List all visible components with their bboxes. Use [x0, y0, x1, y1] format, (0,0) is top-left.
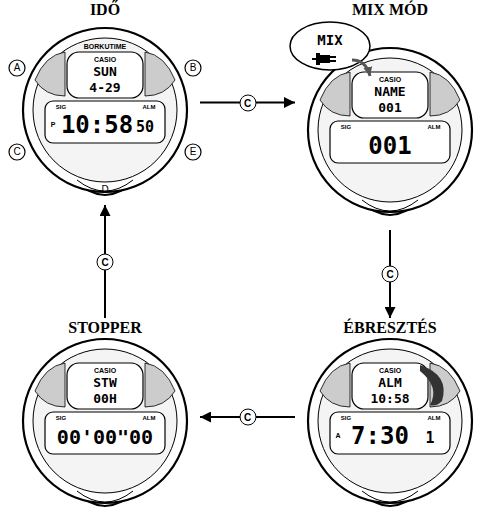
display-text: 00'00"00: [57, 427, 153, 447]
display-text: 7:30: [351, 424, 409, 448]
lcd-display: [45, 412, 165, 454]
bezel: [33, 349, 177, 493]
watch-drawing: [295, 318, 485, 516]
display-text: 50: [136, 120, 154, 135]
bezel: [318, 58, 462, 202]
watch-face: STOPPER CASIO STW 00H SIG ALM 00'00"00: [10, 318, 200, 516]
display-text: SIG: [56, 415, 66, 421]
display-text: STW: [93, 376, 116, 389]
button-ring: [185, 144, 201, 160]
display-text: SIG: [341, 415, 351, 421]
d-button: [77, 491, 133, 502]
display-text: ALM: [428, 124, 441, 130]
button-label: C: [239, 94, 256, 111]
display-text: SIG: [56, 104, 66, 110]
lcd-display: [330, 121, 450, 163]
mode-heading: ÉBRESZTÉS: [343, 320, 436, 336]
display-text: 10:58: [370, 392, 409, 405]
watch-face: IDŐ BORKUTIME CASIO SUN 4-29SIG ALM P 10:5850 A B…: [10, 0, 200, 205]
watch-case: [23, 339, 187, 503]
bezel: [318, 349, 462, 493]
button-ring: [9, 60, 25, 76]
display-text: ALM: [143, 415, 156, 421]
display-text: P: [51, 121, 56, 128]
display-text: A: [335, 432, 340, 439]
mode-heading: MIX MÓD: [352, 2, 428, 18]
display-text: CASIO: [94, 367, 116, 374]
display-text: CASIO: [379, 367, 401, 374]
display-text: 00H: [93, 392, 116, 405]
button-label: C: [382, 266, 399, 283]
display-text: BORKUTIME: [84, 43, 126, 50]
display-text: CASIO: [94, 56, 116, 63]
upper-display: [67, 52, 143, 98]
upper-display: [67, 363, 143, 409]
upper-display: [352, 72, 428, 118]
callout-label: MIX: [317, 33, 342, 47]
button-letter: B: [190, 63, 197, 73]
display-text: SUN: [93, 65, 116, 78]
watch-drawing: [10, 318, 200, 516]
display-text: ALM: [378, 376, 401, 389]
face-wing: [320, 72, 460, 116]
button-letter: C: [13, 147, 20, 157]
watch-case: [23, 28, 187, 192]
plug-icon: [312, 53, 336, 65]
button-label: C: [97, 253, 114, 270]
display-text: CASIO: [379, 76, 401, 83]
button-ring: [185, 60, 201, 76]
lcd-display: [45, 101, 165, 143]
d-button: [362, 200, 418, 211]
display-text: ALM: [428, 415, 441, 421]
display-text: 001: [368, 134, 411, 158]
display-text: SIG: [341, 124, 351, 130]
button-letter: A: [14, 63, 21, 73]
mode-heading: IDŐ: [90, 2, 120, 18]
button-label: C: [239, 409, 256, 426]
face-wing: [35, 52, 175, 96]
bezel: [33, 38, 177, 182]
button-letter: D: [101, 185, 108, 195]
d-button: [362, 491, 418, 502]
button-ring: [9, 144, 25, 160]
display-text: 4-29: [89, 81, 120, 94]
mode-heading: STOPPER: [68, 320, 142, 336]
crescent-mark: [420, 365, 444, 406]
watch-case: [308, 339, 472, 503]
face-wing: [320, 363, 460, 407]
button-letter: E: [190, 147, 197, 157]
watch-drawing: [10, 0, 200, 205]
display-text: ALM: [143, 104, 156, 110]
upper-display: [352, 363, 428, 409]
display-text: 10:58: [61, 113, 133, 137]
watch-face: ÉBRESZTÉS CASIO ALM 10:58SIG ALM A 7:30 1: [295, 318, 485, 516]
watch-case: [308, 48, 472, 212]
display-text: 001: [378, 101, 401, 114]
lcd-display: [330, 412, 450, 454]
face-wing: [35, 363, 175, 407]
display-text: 1: [425, 431, 434, 446]
display-text: NAME: [374, 85, 405, 98]
